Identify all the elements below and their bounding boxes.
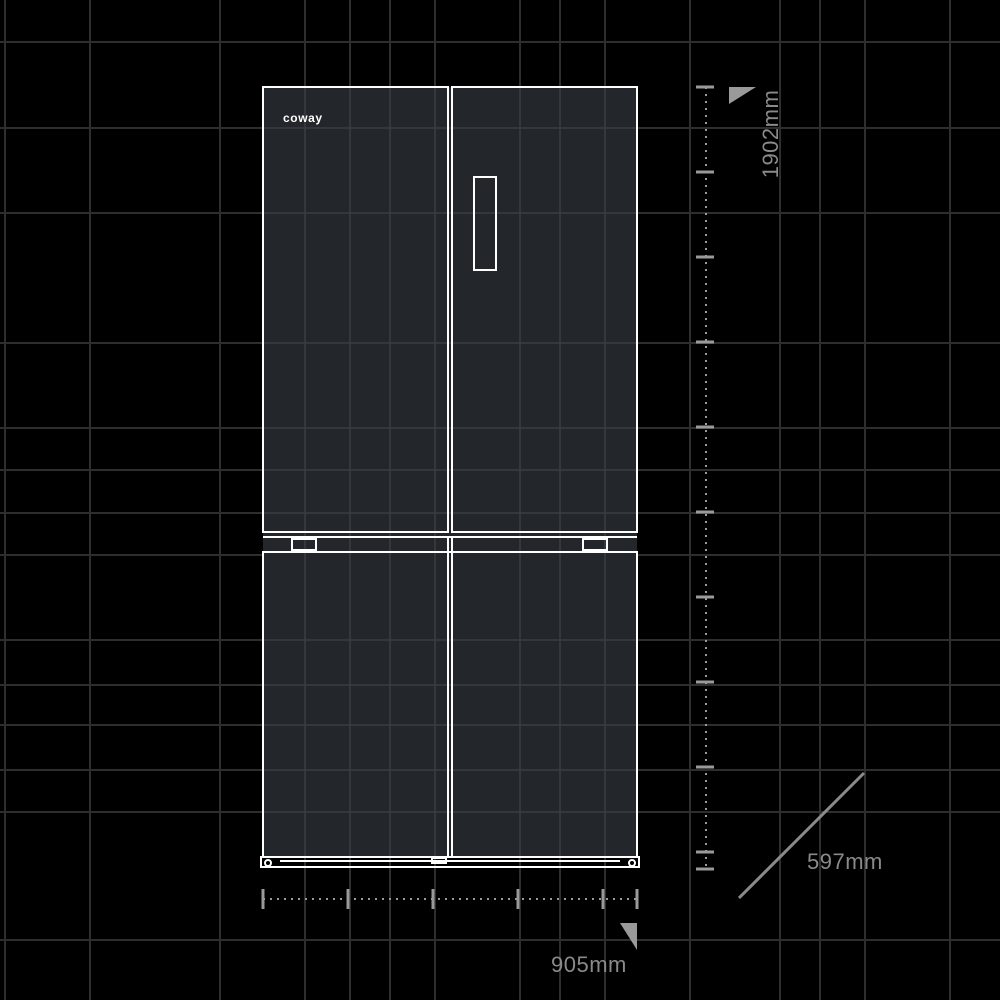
height-ruler (696, 85, 714, 871)
width-label: 905mm (551, 952, 627, 977)
display-panel (473, 176, 497, 271)
depth-label: 597mm (807, 849, 883, 874)
refrigerator (260, 86, 640, 868)
handle-left (291, 538, 317, 551)
depth-line (737, 771, 866, 900)
height-label: 1902mm (758, 89, 783, 179)
height-marker-icon (729, 87, 756, 104)
width-ruler (261, 889, 639, 909)
upper-left-door (262, 86, 449, 533)
upper-right-door (451, 86, 638, 533)
brand-logo: coway (283, 111, 323, 125)
width-marker-icon (620, 923, 637, 950)
handle-right (582, 538, 608, 551)
